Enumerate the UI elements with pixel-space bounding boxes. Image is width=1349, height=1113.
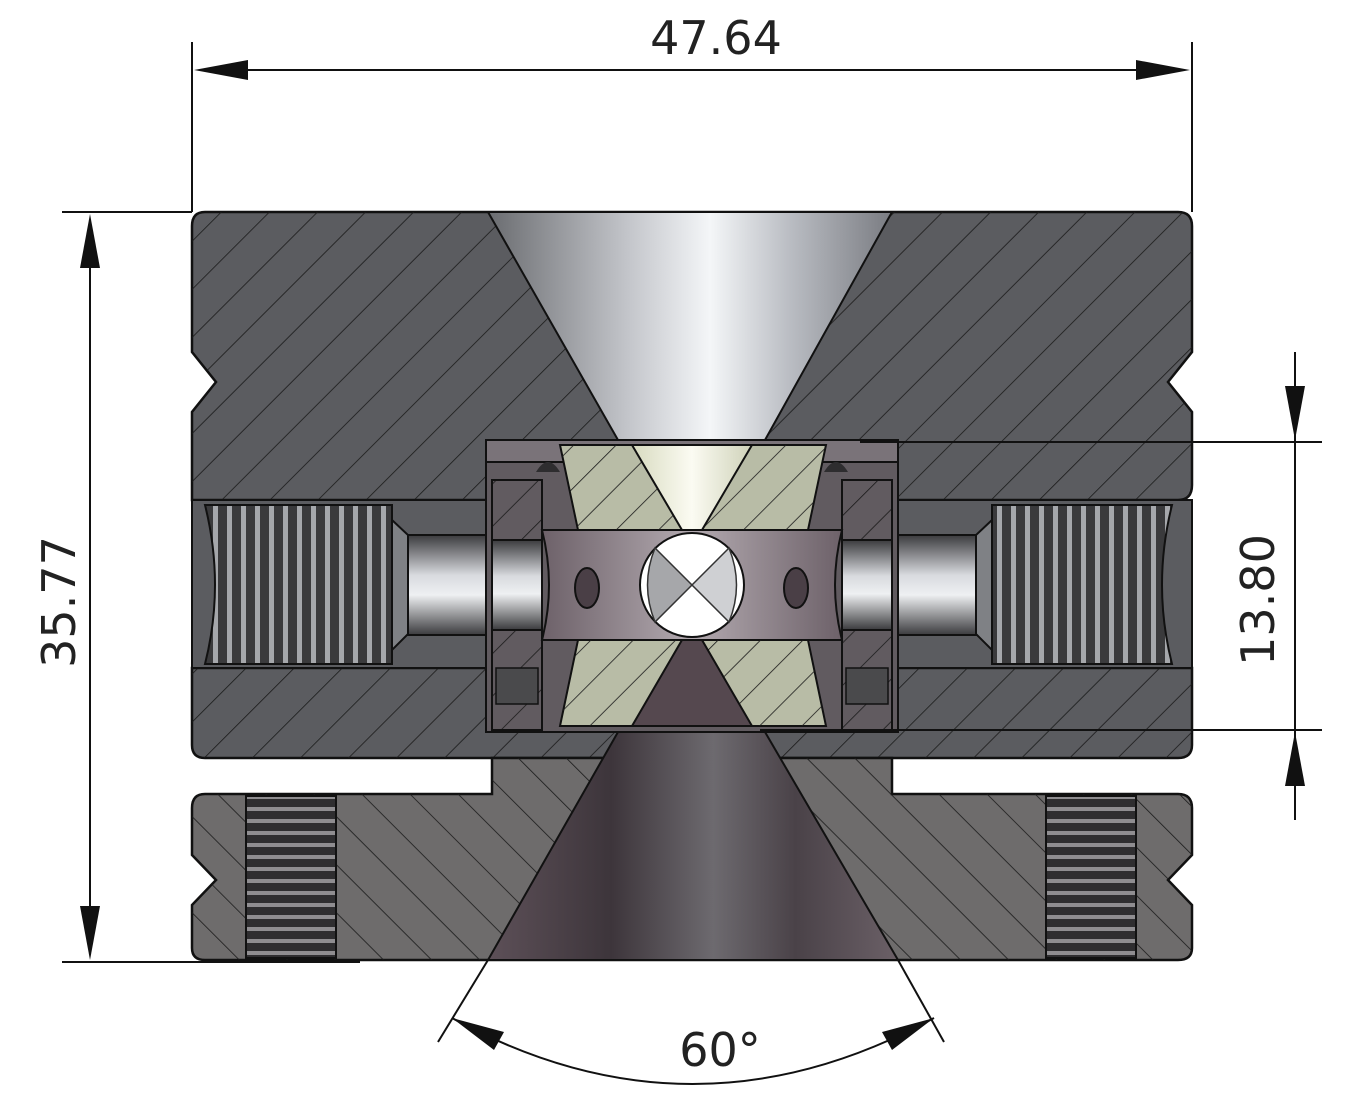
right-thread: [891, 504, 1174, 665]
height-dimension: 35.77: [32, 211, 360, 963]
width-dimension: 47.64: [191, 11, 1193, 212]
angle-dimension-label: 60°: [679, 1023, 761, 1077]
insert-height-dimension: 13.80: [760, 352, 1322, 820]
left-knurl-screw: [245, 795, 337, 959]
insert-housing: [485, 439, 899, 733]
height-dimension-label: 35.77: [32, 536, 86, 668]
insert-height-dimension-label: 13.80: [1231, 534, 1285, 666]
left-thread: [203, 504, 493, 665]
angle-dimension: 60°: [437, 959, 945, 1085]
right-knurl-screw: [1045, 795, 1137, 959]
width-dimension-label: 47.64: [650, 11, 782, 65]
